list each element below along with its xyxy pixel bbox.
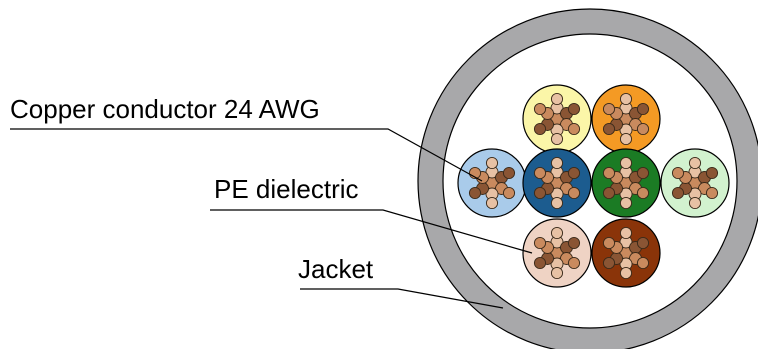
copper-strand [602,236,616,250]
copper-strand [688,196,702,210]
copper-strand [468,186,482,200]
leader-lines [10,128,533,309]
copper-conductor-blue [533,156,581,210]
copper-strand [567,102,581,116]
copper-strand [619,156,633,170]
insulated-conductor-brown [591,218,661,288]
dielectric-label: PE dielectric [214,174,359,204]
insulated-conductor-orange [591,84,661,154]
copper-strand [533,256,547,270]
copper-strand [619,92,633,106]
copper-conductor-orange [602,92,650,146]
copper-strand [502,166,516,180]
copper-strand [550,92,564,106]
jacket-leader [300,288,504,309]
copper-strand [533,102,547,116]
copper-strand [619,132,633,146]
copper-strand [533,122,547,136]
copper-strand [636,122,650,136]
copper-strand [550,226,564,240]
copper-strand [636,236,650,250]
copper-strand [602,186,616,200]
insulated-conductor-light-brown [522,218,592,288]
copper-strand [636,166,650,180]
copper-strand [567,186,581,200]
copper-strand [671,186,685,200]
copper-strand [602,122,616,136]
copper-strand [485,196,499,210]
copper-strand [567,166,581,180]
dielectric-leader [210,209,533,254]
copper-strand [550,266,564,280]
copper-strand [550,156,564,170]
copper-conductor-light-brown [533,226,581,280]
insulated-conductor-light-green [660,148,730,218]
copper-strand [636,102,650,116]
copper-conductor-yellow [533,92,581,146]
copper-strand [602,166,616,180]
copper-strand [619,226,633,240]
insulated-conductor-green [591,148,661,218]
copper-strand [602,102,616,116]
copper-strand [567,122,581,136]
insulated-conductor-yellow [522,84,592,154]
copper-strand [619,196,633,210]
copper-strand [619,266,633,280]
copper-strand [688,156,702,170]
copper-strand [485,156,499,170]
copper-strand [567,236,581,250]
copper-strand [550,132,564,146]
copper-conductor-brown [602,226,650,280]
copper-strand [567,256,581,270]
copper-strand [705,166,719,180]
conductor-label: Copper conductor 24 AWG [10,94,320,124]
copper-strand [705,186,719,200]
insulated-conductors [457,84,730,288]
copper-strand [636,256,650,270]
copper-strand [602,256,616,270]
copper-strand [533,166,547,180]
copper-conductor-light-green [671,156,719,210]
copper-strand [636,186,650,200]
copper-strand [502,186,516,200]
jacket-label: Jacket [298,254,374,284]
insulated-conductor-light-blue [457,148,527,218]
copper-conductor-green [602,156,650,210]
insulated-conductor-blue [522,148,592,218]
conductor-leader [10,128,483,182]
copper-strand [533,236,547,250]
copper-conductor-light-blue [468,156,516,210]
copper-strand [550,196,564,210]
copper-strand [671,166,685,180]
copper-strand [533,186,547,200]
